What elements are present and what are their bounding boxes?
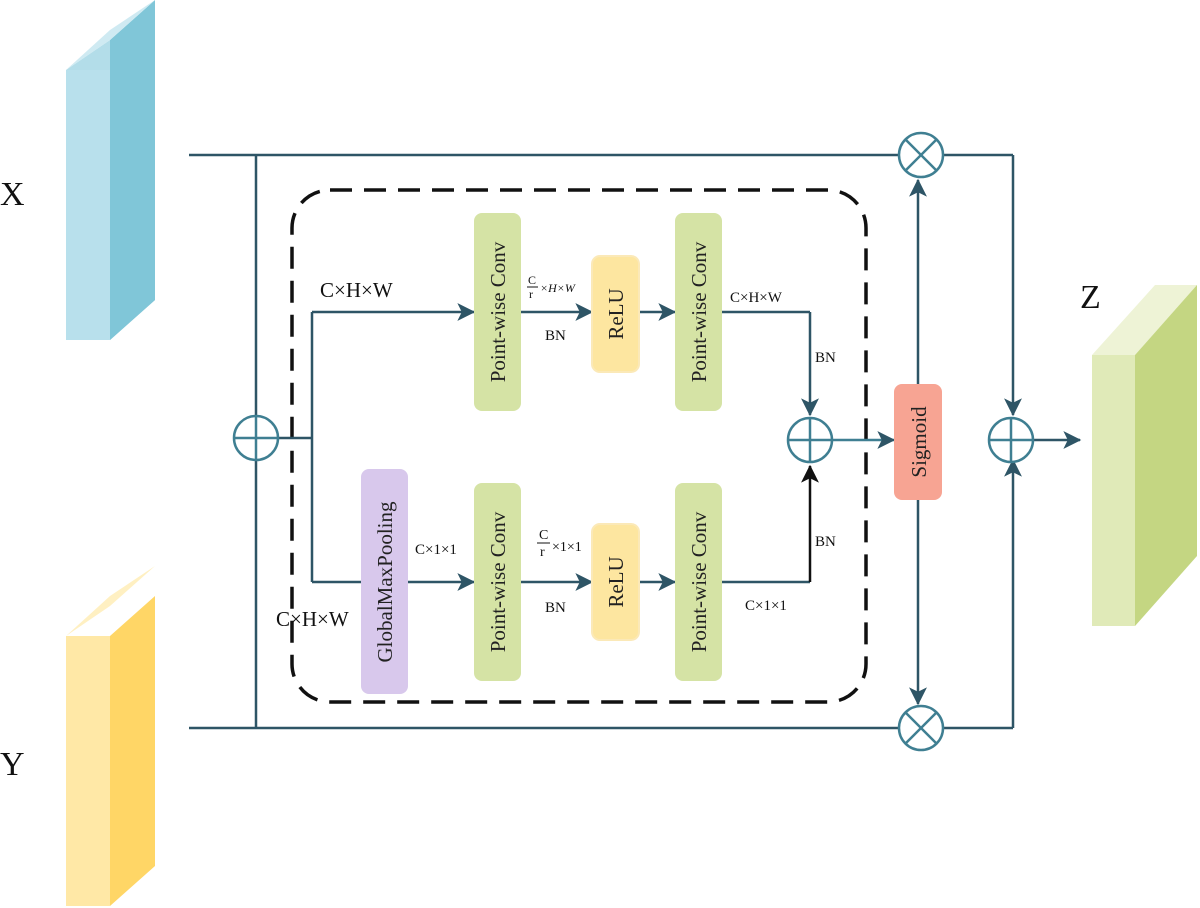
top-mid-dim-label: C r ×H×W bbox=[527, 273, 576, 301]
add-node-branches bbox=[786, 416, 834, 464]
add-node-output bbox=[987, 416, 1035, 464]
svg-text:Point-wise Conv: Point-wise Conv bbox=[486, 241, 510, 382]
feature-map-y bbox=[66, 566, 155, 906]
top-input-dim-label: C×H×W bbox=[320, 278, 393, 302]
top-out-dim-label: C×H×W bbox=[730, 290, 783, 306]
svg-text:×1×1: ×1×1 bbox=[552, 540, 582, 555]
global-max-pooling: GlobalMaxPooling bbox=[361, 469, 408, 694]
top-bn-label-2: BN bbox=[815, 350, 836, 366]
svg-text:Point-wise Conv: Point-wise Conv bbox=[687, 241, 711, 382]
bottom-bn-label-2: BN bbox=[815, 534, 836, 550]
feature-map-x bbox=[66, 0, 155, 340]
svg-text:Point-wise Conv: Point-wise Conv bbox=[486, 511, 510, 652]
svg-text:ReLU: ReLU bbox=[604, 556, 628, 607]
svg-text:GlobalMaxPooling: GlobalMaxPooling bbox=[373, 501, 397, 662]
svg-text:C: C bbox=[539, 528, 548, 543]
connection-lines bbox=[189, 153, 1082, 730]
bottom-relu: ReLU bbox=[591, 523, 640, 641]
feature-map-z bbox=[1092, 285, 1197, 626]
top-relu: ReLU bbox=[591, 255, 640, 373]
top-pointwise-conv-2: Point-wise Conv bbox=[675, 213, 722, 411]
svg-text:C: C bbox=[528, 273, 536, 287]
multiply-node-bottom bbox=[897, 704, 945, 752]
svg-text:r: r bbox=[540, 545, 545, 560]
z-label: Z bbox=[1080, 279, 1101, 316]
gmp-out-dim-label: C×1×1 bbox=[415, 542, 457, 558]
y-label: Y bbox=[0, 746, 25, 783]
bottom-bn-label-1: BN bbox=[545, 600, 566, 616]
add-node-input bbox=[232, 414, 280, 462]
svg-text:r: r bbox=[529, 287, 533, 301]
svg-text:Point-wise Conv: Point-wise Conv bbox=[687, 511, 711, 652]
bottom-input-dim-label: C×H×W bbox=[276, 607, 349, 631]
bottom-mid-dim-label: C r ×1×1 bbox=[537, 528, 582, 560]
top-bn-label-1: BN bbox=[545, 328, 566, 344]
bottom-out-dim-label: C×1×1 bbox=[745, 598, 787, 614]
x-label: X bbox=[0, 176, 25, 213]
bottom-pointwise-conv-2: Point-wise Conv bbox=[675, 483, 722, 681]
svg-text:×H×W: ×H×W bbox=[540, 281, 576, 295]
sigmoid-block: Sigmoid bbox=[894, 384, 942, 500]
multiply-node-top bbox=[897, 131, 945, 179]
svg-text:ReLU: ReLU bbox=[604, 288, 628, 339]
svg-text:Sigmoid: Sigmoid bbox=[907, 406, 931, 478]
top-pointwise-conv-1: Point-wise Conv bbox=[474, 213, 521, 411]
bottom-pointwise-conv-1: Point-wise Conv bbox=[474, 483, 521, 681]
attention-module-boundary bbox=[290, 188, 868, 704]
